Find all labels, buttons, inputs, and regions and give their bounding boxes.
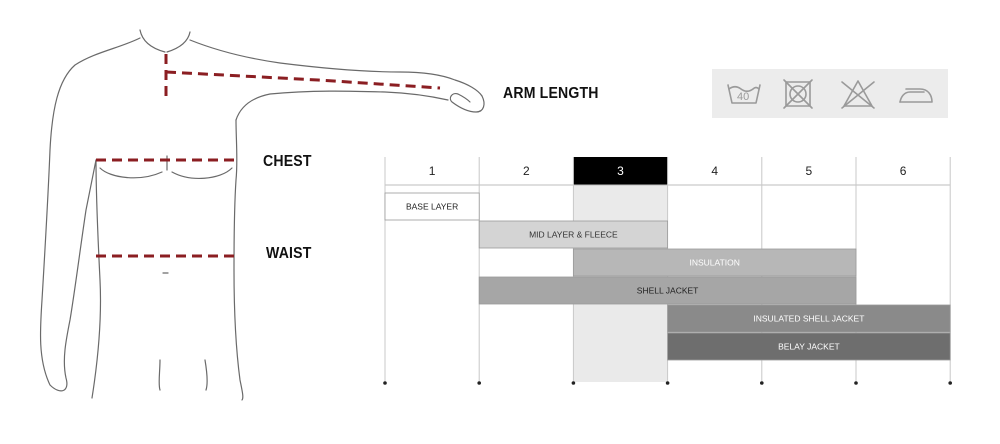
grid-dot-3 bbox=[665, 381, 670, 385]
layer-bar-4 bbox=[667, 304, 951, 333]
layer-bar-label-4: INSULATED SHELL JACKET bbox=[753, 314, 864, 324]
wash-40-icon: 40 bbox=[727, 84, 761, 104]
layer-bar-0 bbox=[384, 192, 480, 221]
do-not-tumble-dry-icon bbox=[783, 79, 813, 109]
layer-bar-label-2: INSULATION bbox=[690, 258, 740, 268]
hand-line bbox=[449, 93, 485, 113]
column-label-1: 1 bbox=[429, 164, 436, 178]
layer-bar-label-5: BELAY JACKET bbox=[778, 342, 840, 352]
care-instructions-panel: 40 bbox=[712, 69, 948, 118]
layer-bar-3 bbox=[478, 276, 857, 305]
layer-bar-label-1: MID LAYER & FLEECE bbox=[529, 230, 618, 240]
layer-bar-2 bbox=[573, 248, 857, 277]
column-label-2: 2 bbox=[523, 164, 530, 178]
grid-dot-4 bbox=[760, 381, 764, 385]
wash-temperature-text: 40 bbox=[737, 91, 749, 103]
arm-upper-line bbox=[189, 39, 483, 97]
layer-bar-label-0: BASE LAYER bbox=[406, 202, 458, 212]
chest-right-curve bbox=[171, 167, 233, 179]
grid-dot-2 bbox=[571, 381, 576, 385]
neck-left-line bbox=[139, 29, 166, 53]
grid-dot-6 bbox=[948, 381, 952, 385]
column-label-5: 5 bbox=[806, 164, 813, 178]
highlighted-column-header bbox=[573, 157, 668, 185]
layer-bar-label-3: SHELL JACKET bbox=[637, 286, 699, 296]
grid-dot-5 bbox=[854, 381, 858, 385]
column-label-3: 3 bbox=[617, 164, 624, 178]
chest-left-curve bbox=[99, 167, 163, 179]
column-label-6: 6 bbox=[900, 164, 907, 178]
hip-left-line bbox=[158, 359, 161, 391]
neck-right-line bbox=[166, 31, 191, 53]
layer-bar-1 bbox=[478, 220, 669, 249]
arm-length-label: ARM LENGTH bbox=[503, 85, 599, 102]
layer-bar-5 bbox=[667, 332, 951, 361]
torso-left-line bbox=[91, 159, 102, 399]
grid-dot-0 bbox=[383, 381, 387, 385]
hip-right-line bbox=[204, 359, 208, 391]
body-outline-figure bbox=[39, 29, 485, 401]
arm-lower-line bbox=[235, 90, 449, 121]
shoulder-left-line bbox=[39, 37, 141, 392]
column-label-4: 4 bbox=[711, 164, 718, 178]
do-not-bleach-icon bbox=[841, 80, 875, 109]
torso-right-line bbox=[233, 119, 244, 401]
waist-label: WAIST bbox=[266, 245, 312, 262]
arm-length-measure-horizontal bbox=[165, 70, 441, 90]
chest-label: CHEST bbox=[263, 153, 312, 170]
iron-icon bbox=[899, 88, 933, 103]
grid-dot-1 bbox=[477, 381, 482, 385]
